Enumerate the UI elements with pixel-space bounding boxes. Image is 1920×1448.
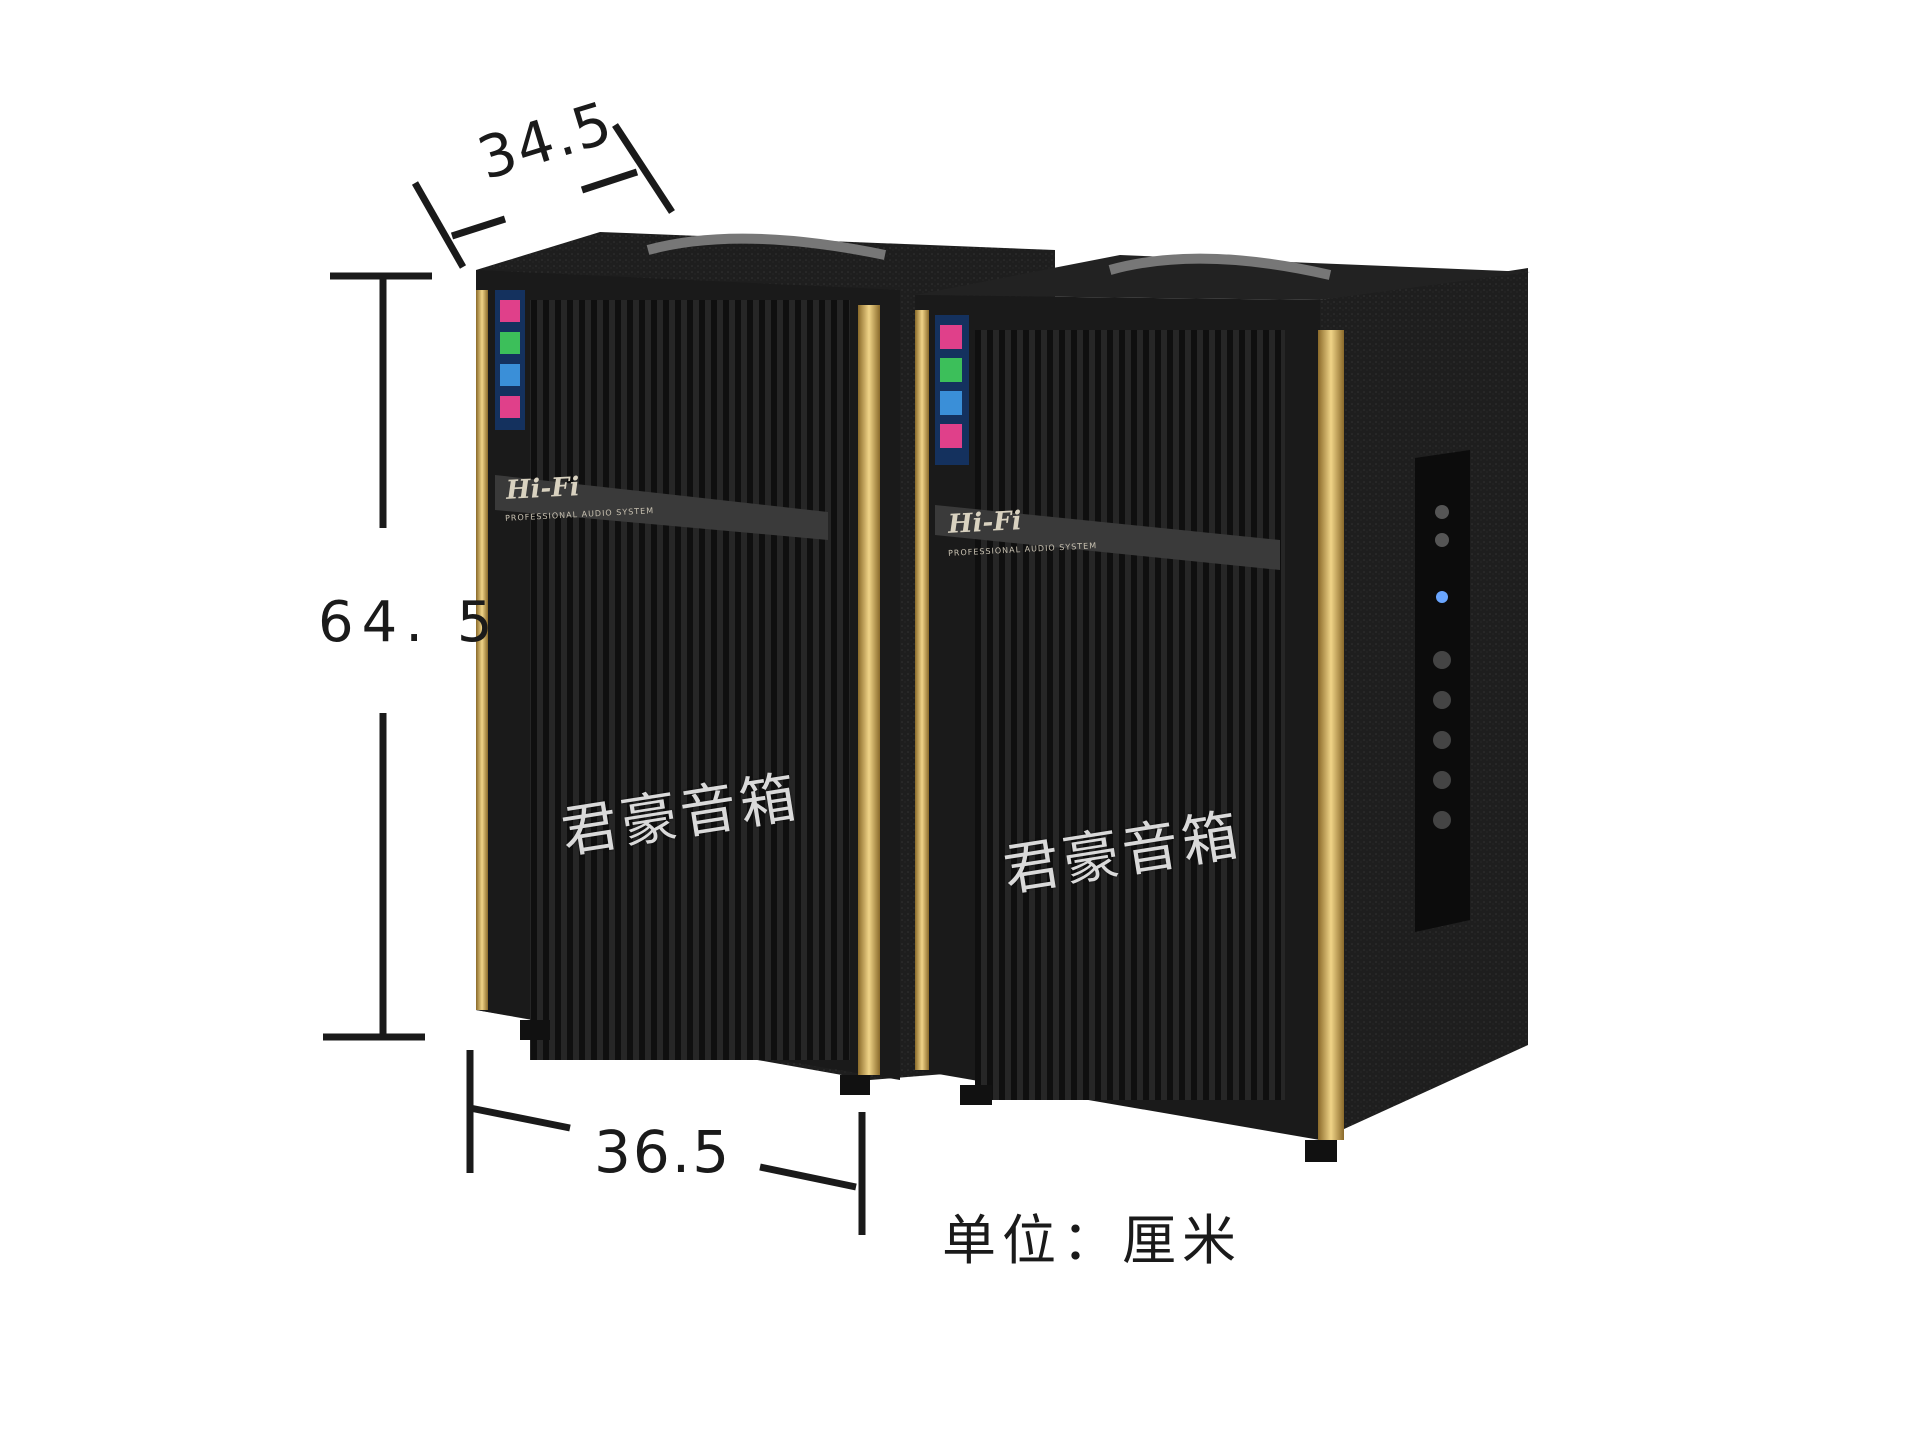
left-foot-1 bbox=[520, 1020, 550, 1040]
left-badge-3 bbox=[500, 364, 520, 386]
right-brand-strip bbox=[935, 505, 1280, 570]
knob-3 bbox=[1433, 651, 1451, 669]
right-gold-trim-left bbox=[915, 310, 929, 1070]
right-foot-1 bbox=[960, 1085, 992, 1105]
knob-1 bbox=[1435, 505, 1449, 519]
height-dimension-label: 64. 5 bbox=[318, 590, 501, 655]
right-badge-2 bbox=[940, 358, 962, 382]
right-badge-3 bbox=[940, 391, 962, 415]
left-brand-label: Hi-Fi bbox=[505, 472, 581, 506]
knob-2 bbox=[1435, 533, 1449, 547]
right-handle bbox=[1108, 253, 1332, 280]
left-badge-4 bbox=[500, 396, 520, 418]
right-top bbox=[915, 255, 1530, 300]
right-foot-2 bbox=[1305, 1140, 1337, 1162]
depth-line-right bbox=[580, 168, 639, 194]
control-panel bbox=[1415, 450, 1470, 932]
left-gold-trim-right bbox=[858, 305, 880, 1075]
knob-4 bbox=[1433, 691, 1451, 709]
knob-6 bbox=[1433, 771, 1451, 789]
depth-tick-right bbox=[612, 123, 675, 214]
dimension-lines bbox=[323, 123, 866, 1235]
left-speaker bbox=[476, 232, 1055, 1095]
left-badge-2 bbox=[500, 332, 520, 354]
right-gold-trim-right bbox=[1318, 330, 1344, 1140]
right-grille bbox=[975, 330, 1285, 1100]
left-gold-trim-left bbox=[476, 290, 488, 1010]
knob-5 bbox=[1433, 731, 1451, 749]
right-brand-label: Hi-Fi bbox=[947, 506, 1023, 540]
right-badge-1 bbox=[940, 325, 962, 349]
left-grille bbox=[530, 300, 850, 1060]
depth-tick-left bbox=[411, 181, 467, 269]
left-brand-strip bbox=[495, 475, 828, 540]
left-handle bbox=[646, 233, 887, 260]
knob-7 bbox=[1433, 811, 1451, 829]
left-foot-2 bbox=[840, 1075, 870, 1095]
unit-label: 单位：厘米 bbox=[942, 1209, 1242, 1272]
left-badge-1 bbox=[500, 300, 520, 322]
depth-line-left bbox=[450, 215, 507, 240]
right-speaker bbox=[915, 253, 1530, 1162]
right-badge-4 bbox=[940, 424, 962, 448]
width-line-left bbox=[469, 1104, 571, 1132]
width-line-right bbox=[759, 1163, 857, 1191]
power-led bbox=[1436, 591, 1448, 603]
width-dimension-label: 36.5 bbox=[594, 1118, 732, 1186]
